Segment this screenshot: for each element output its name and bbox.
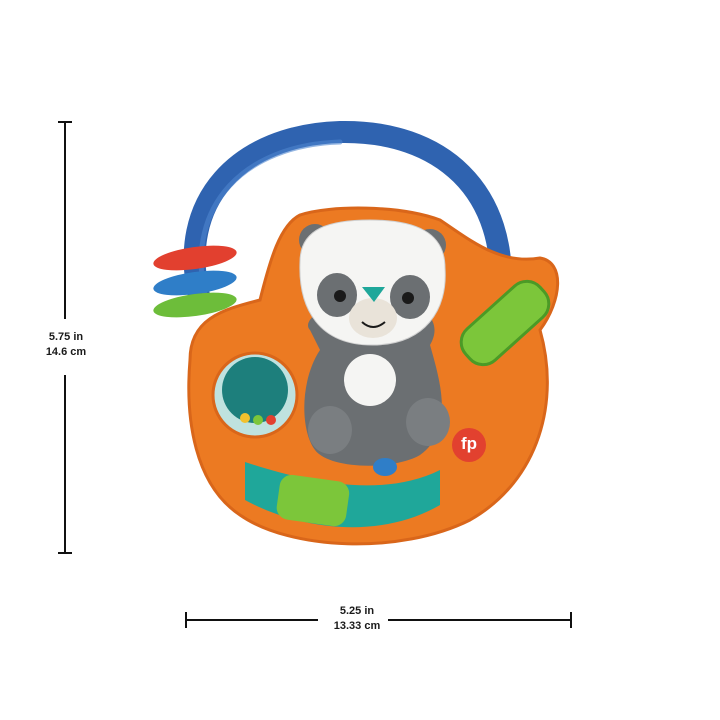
green-side-button (459, 279, 551, 367)
green-slider-key (276, 474, 350, 527)
blue-handle (183, 120, 512, 311)
height-dimension-label: 5.75 in 14.6 cm (38, 330, 94, 360)
blue-ring (153, 270, 237, 296)
width-dimension-right-cap (570, 612, 572, 628)
height-cm: 14.6 cm (45, 346, 87, 358)
blue-switch (373, 458, 397, 476)
width-inches: 5.25 in (339, 605, 375, 617)
height-dimension-bottom-cap (58, 552, 72, 554)
red-ring (153, 245, 237, 271)
panda-belly-button (344, 354, 396, 406)
width-dimension-line-right (388, 619, 572, 621)
fp-logo-badge (452, 428, 486, 462)
panda-muzzle (349, 298, 397, 338)
width-cm: 13.33 cm (333, 620, 381, 632)
height-inches: 5.75 in (48, 331, 84, 343)
panda-nose (362, 287, 385, 302)
fp-logo-text: fp (460, 434, 478, 453)
height-dimension-line-top (64, 121, 66, 319)
height-dimension-line-bottom (64, 375, 66, 553)
rattle-ball (222, 357, 288, 423)
width-dimension-line-left (185, 619, 318, 621)
green-ring (153, 292, 237, 318)
width-dimension-label: 5.25 in 13.33 cm (322, 604, 392, 634)
